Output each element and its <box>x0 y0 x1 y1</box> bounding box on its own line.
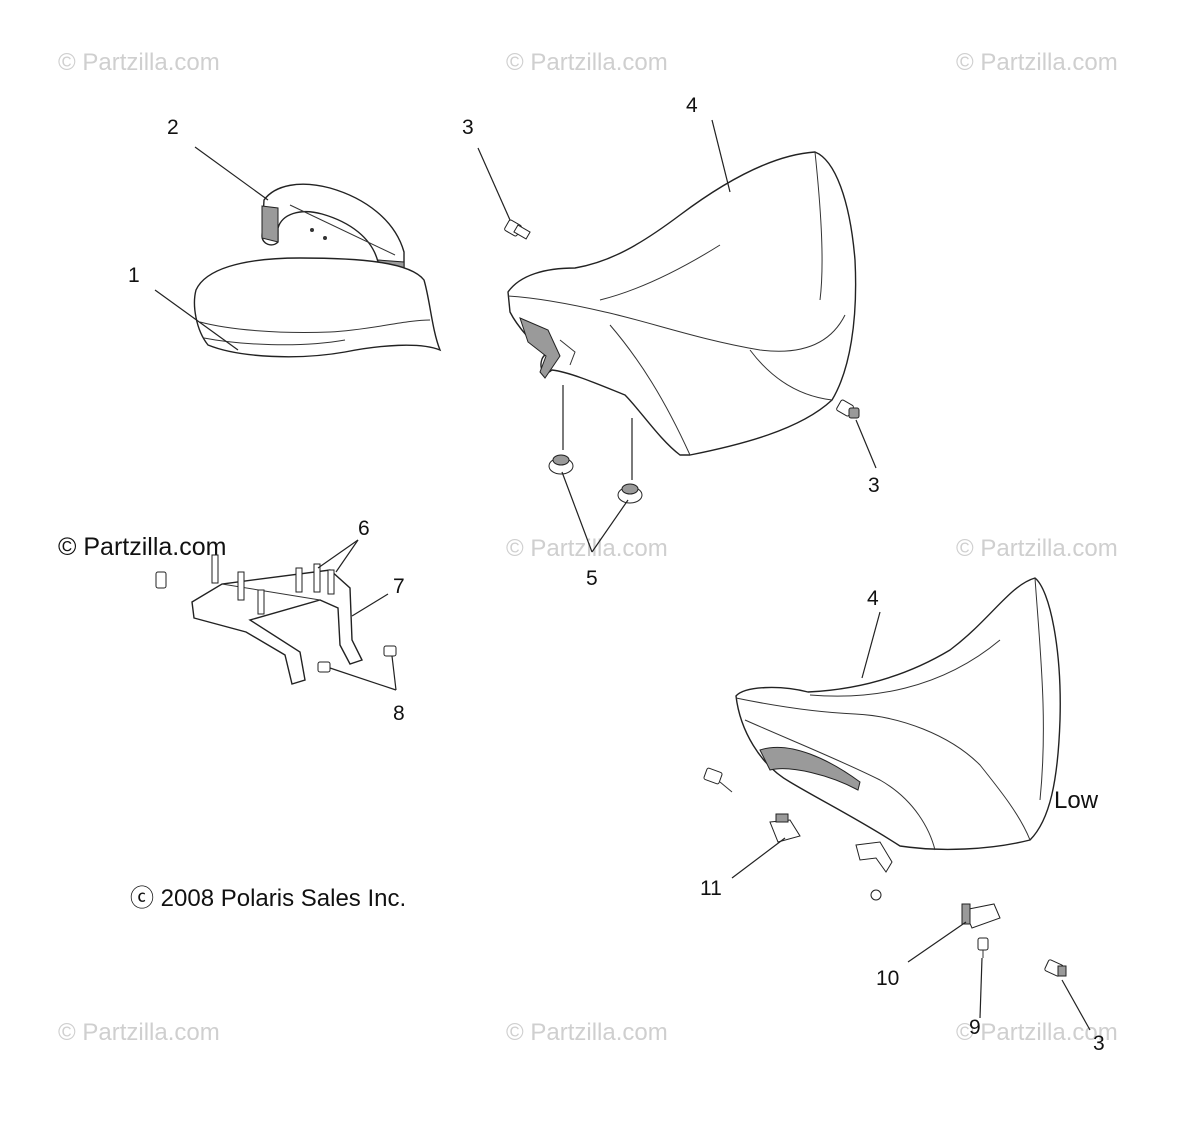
part-4-seat-lower[interactable] <box>735 577 1061 851</box>
part-11-clip[interactable] <box>769 813 801 843</box>
part-3-bolt-upper[interactable] <box>504 219 531 240</box>
callout-3-upper: 3 <box>462 116 474 139</box>
callout-10: 10 <box>876 967 899 990</box>
low-label: Low <box>1054 787 1099 814</box>
watermark-bottom-center: © Partzilla.com <box>506 1019 668 1046</box>
callout-3-right: 3 <box>868 474 880 497</box>
part-5-grommets[interactable] <box>548 385 643 504</box>
callout-1: 1 <box>128 264 140 287</box>
watermark-dark-left: © Partzilla.com <box>58 533 226 561</box>
callout-4-lower: 4 <box>867 587 879 610</box>
watermark-bottom-right: © Partzilla.com <box>956 1019 1118 1046</box>
watermark-middle-right: © Partzilla.com <box>956 535 1118 562</box>
watermark-top-right: © Partzilla.com <box>956 49 1118 76</box>
callout-8: 8 <box>393 702 405 725</box>
callout-2: 2 <box>167 116 179 139</box>
part-3-bolt-right[interactable] <box>836 399 860 419</box>
copyright-text: ⓒ 2008 Polaris Sales Inc. <box>130 885 406 912</box>
callout-6: 6 <box>358 517 370 540</box>
callout-3-lower: 3 <box>1093 1032 1105 1055</box>
part-1-seat-pad[interactable] <box>193 257 442 358</box>
callout-9: 9 <box>969 1016 981 1039</box>
part-9-screw[interactable] <box>977 937 989 958</box>
part-8-fasteners[interactable] <box>155 571 397 673</box>
part-6-studs[interactable] <box>211 554 335 615</box>
watermark-top-center: © Partzilla.com <box>506 49 668 76</box>
lower-seat-bolt[interactable] <box>703 767 733 793</box>
part-4-seat-upper[interactable] <box>507 151 857 456</box>
callout-7: 7 <box>393 575 405 598</box>
watermark-bottom-left: © Partzilla.com <box>58 1019 220 1046</box>
part-3-bolt-lower[interactable] <box>1044 959 1067 977</box>
callout-5: 5 <box>586 567 598 590</box>
part-10-bracket[interactable] <box>961 903 1001 929</box>
lower-seat-bracket[interactable] <box>855 841 893 901</box>
leader-lines <box>154 119 1091 1031</box>
watermark-top-left: © Partzilla.com <box>58 49 220 76</box>
callout-11: 11 <box>700 877 722 900</box>
callout-4-upper: 4 <box>686 94 698 117</box>
part-7-bracket[interactable] <box>191 569 363 685</box>
